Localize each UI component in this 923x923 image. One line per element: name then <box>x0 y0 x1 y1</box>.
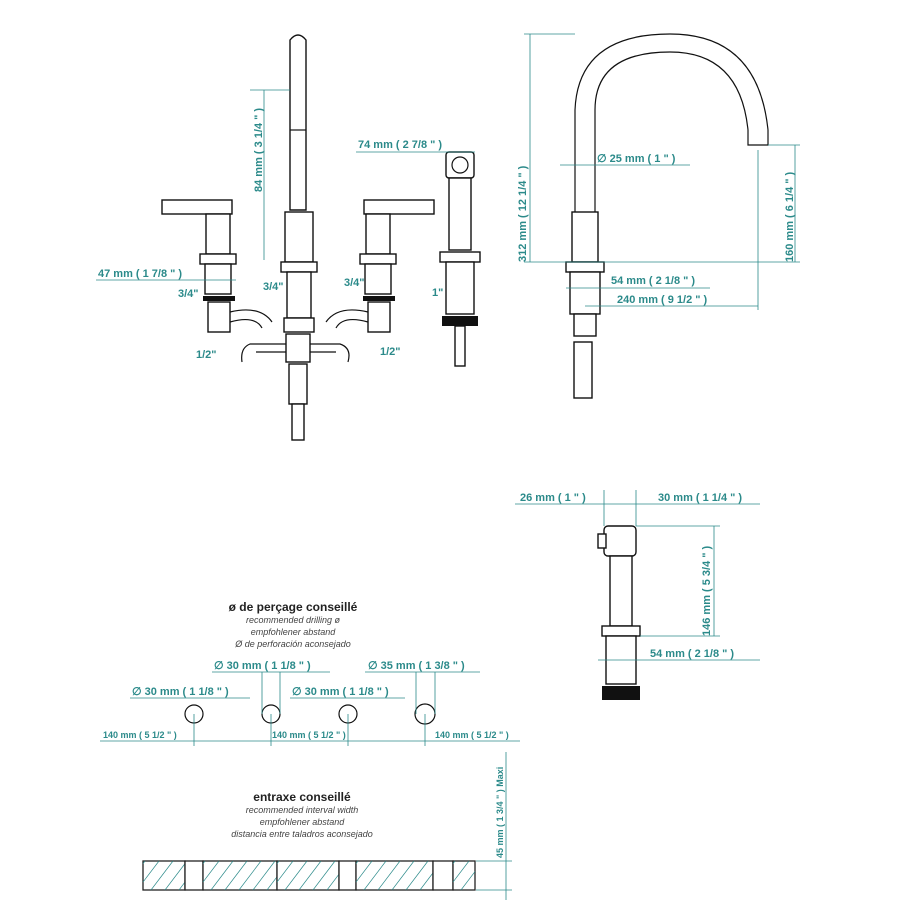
hatch-line <box>266 876 278 891</box>
thread-right-label: 3/4" <box>344 277 365 289</box>
hatch-line <box>363 860 387 891</box>
hatch-line <box>326 873 340 891</box>
hatch-line <box>142 860 146 864</box>
spacing-2: 140 mm ( 5 1/2 " ) <box>272 730 346 740</box>
reach-label: 240 mm ( 9 1/2 " ) <box>617 294 708 306</box>
hole-2-diameter: ∅ 30 mm ( 1 1/8 " ) <box>214 660 311 672</box>
side-spray <box>439 151 481 367</box>
drilling-subtitle-es: Ø de perforación aconsejado <box>234 639 351 649</box>
body-width-label: 47 mm ( 1 7/8 " ) <box>98 268 182 280</box>
hatch-line <box>452 860 470 883</box>
countertop-section <box>142 860 476 891</box>
hatch-line <box>355 860 373 883</box>
hatch-line <box>178 881 186 891</box>
countertop-segment <box>338 860 357 891</box>
hatch-line <box>202 860 206 864</box>
spray-base-label: 54 mm ( 2 1/8 " ) <box>650 648 734 660</box>
hatch-line <box>312 860 336 891</box>
hatch-line <box>377 860 401 891</box>
center-spout <box>241 34 350 441</box>
hatch-line <box>391 860 415 891</box>
countertop-segment <box>432 860 454 891</box>
hatch-line <box>405 860 429 891</box>
interval-section: entraxe conseillé recommended interval w… <box>142 752 512 900</box>
hatch-line <box>452 860 456 864</box>
thread-center-label: 3/4" <box>263 281 284 293</box>
countertop-segment <box>142 860 186 891</box>
drilling-subtitle-en: recommended drilling ø <box>246 615 341 625</box>
total-height-label: 312 mm ( 12 1/4 " ) <box>517 165 529 262</box>
spout-diameter-label: ∅ 25 mm ( 1 " ) <box>597 153 676 165</box>
hatch-line <box>150 860 174 891</box>
countertop-segment <box>184 860 204 891</box>
hatch-line <box>276 860 280 864</box>
drilling-title: ø de perçage conseillé <box>229 600 358 614</box>
base-diameter-label: 54 mm ( 2 1/8 " ) <box>611 275 695 287</box>
hatch-line <box>252 860 276 891</box>
hatch-line <box>355 860 359 864</box>
hatch-line <box>164 863 186 891</box>
hatch-line <box>210 860 234 891</box>
drilling-section: ø de perçage conseillé recommended drill… <box>100 600 520 746</box>
hatch-line <box>419 872 434 891</box>
drilling-subtitle-de: empfohlener abstand <box>251 627 337 637</box>
spout-height-label: 84 mm ( 3 1/4 " ) <box>253 108 265 192</box>
spray-view: 26 mm ( 1 " ) 30 mm ( 1 1/4 " ) 146 mm (… <box>515 490 760 700</box>
spacing-1: 140 mm ( 5 1/2 " ) <box>103 730 177 740</box>
spray-width-left-label: 26 mm ( 1 " ) <box>520 492 586 504</box>
outlet-left-label: 1/2" <box>196 349 217 361</box>
max-thickness-label: 45 mm ( 1 3/4 " ) Maxi <box>495 767 505 858</box>
thread-left-label: 3/4" <box>178 288 199 300</box>
hatch-line <box>238 860 262 891</box>
front-view: 84 mm ( 3 1/4 " ) 74 mm ( 2 7/8 " ) 47 m… <box>96 34 481 441</box>
hatch-line <box>276 860 294 883</box>
interval-subtitle-de: empfohlener abstand <box>260 817 346 827</box>
thread-spray-label: 1" <box>432 287 443 299</box>
hole-1-diameter: ∅ 30 mm ( 1 1/8 " ) <box>132 686 229 698</box>
interval-title: entraxe conseillé <box>253 790 351 804</box>
right-valve <box>325 199 435 333</box>
hatch-line <box>284 860 308 891</box>
spray-width-right-label: 30 mm ( 1 1/4 " ) <box>658 492 742 504</box>
hatch-line <box>224 860 248 891</box>
outlet-right-label: 1/2" <box>380 346 401 358</box>
countertop-segment <box>452 860 476 891</box>
hole-4-diameter: ∅ 35 mm ( 1 3/8 " ) <box>368 660 465 672</box>
hatch-line <box>460 871 476 891</box>
side-view: 312 mm ( 12 1/4 " ) ∅ 25 mm ( 1 " ) 160 … <box>517 33 800 399</box>
hatch-line <box>202 860 220 883</box>
handle-spacing-label: 74 mm ( 2 7/8 " ) <box>358 139 442 151</box>
countertop-segment <box>276 860 340 891</box>
hatch-line <box>298 860 322 891</box>
hole-3-diameter: ∅ 30 mm ( 1 1/8 " ) <box>292 686 389 698</box>
outlet-height-label: 160 mm ( 6 1/4 " ) <box>784 171 796 262</box>
interval-subtitle-es: distancia entre taladros aconsejado <box>231 829 373 839</box>
spray-height-label: 146 mm ( 5 3/4 " ) <box>701 545 713 636</box>
left-valve <box>161 199 273 333</box>
spacing-3: 140 mm ( 5 1/2 " ) <box>435 730 509 740</box>
interval-subtitle-en: recommended interval width <box>246 805 359 815</box>
hatch-line <box>142 860 160 883</box>
